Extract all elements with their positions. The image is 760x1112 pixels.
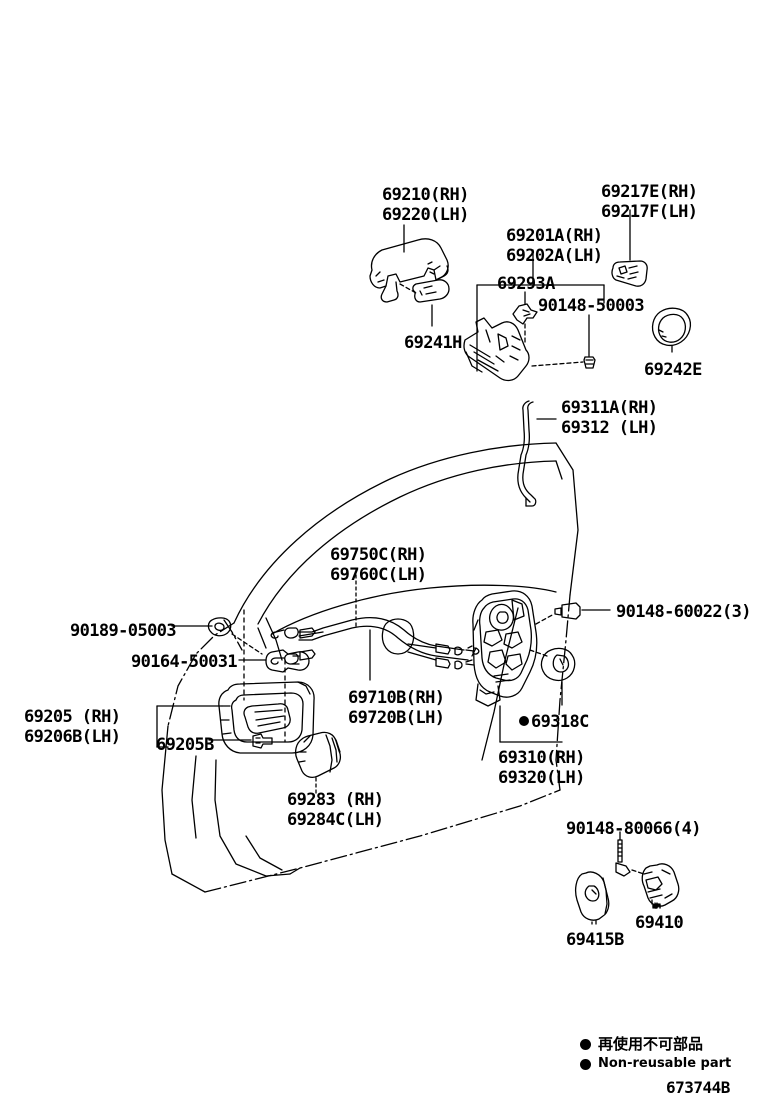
door-outline [161, 442, 579, 893]
label-69410: 69410 [635, 913, 684, 933]
label-69201a-69202a: 69201A(RH) 69202A(LH) [506, 226, 603, 266]
cover-plug-part [611, 260, 648, 287]
label-69205b: 69205B [156, 735, 214, 755]
screw-90148-50003-part [583, 356, 596, 369]
non-reusable-dot-icon-2 [580, 1058, 591, 1070]
label-69205-69206b: 69205 (RH) 69206B(LH) [24, 707, 121, 747]
lock-connecting-rod-part [517, 400, 537, 507]
screw-69205b-part [252, 733, 273, 749]
label-69293a: 69293A [497, 274, 555, 294]
legend-row-japanese: 再使用不可部品 [580, 1036, 731, 1052]
legend-english-text: Non-reusable part [598, 1056, 732, 1071]
handle-frame-part [463, 317, 530, 382]
label-69415b: 69415B [566, 930, 624, 950]
handle-cap-part [412, 279, 450, 303]
label-69217e-69217f: 69217E(RH) 69217F(LH) [601, 182, 698, 222]
label-90189-05003: 90189-05003 [70, 621, 177, 641]
pad-69242e-part [651, 307, 692, 347]
label-69710b-69720b: 69710B(RH) 69720B(LH) [348, 688, 445, 728]
clip-90164-50031-part [265, 649, 310, 673]
clip-90189-05003-part [207, 617, 232, 637]
label-69318c: 69318C [519, 712, 589, 732]
label-69210-69220: 69210(RH) 69220(LH) [382, 185, 469, 225]
cover-69283-part [295, 731, 341, 778]
non-reusable-dot-icon [580, 1038, 591, 1050]
label-90148-80066: 90148-80066(4) [566, 819, 701, 839]
label-69242e: 69242E [644, 360, 702, 380]
inside-door-handle-part [218, 681, 315, 754]
grommet-69318c-part [540, 647, 576, 682]
label-90148-60022: 90148-60022(3) [616, 602, 751, 622]
door-lock-assembly-part [465, 590, 538, 707]
legend: 再使用不可部品 Non-reusable part [580, 1036, 731, 1076]
outside-door-handle-part [369, 238, 449, 303]
screw-90148-60022-part [554, 602, 581, 620]
label-69310-69320: 69310(RH) 69320(LH) [498, 748, 585, 788]
document-number: 673744B [666, 1078, 730, 1097]
label-69311a-69312: 69311A(RH) 69312 (LH) [561, 398, 658, 438]
legend-japanese-text: 再使用不可部品 [598, 1035, 704, 1053]
non-reusable-bullet-icon [519, 716, 529, 726]
label-69241h: 69241H [404, 333, 462, 353]
label-90148-50003: 90148-50003 [538, 296, 645, 316]
label-90164-50031: 90164-50031 [131, 652, 238, 672]
screw-90148-80066-part [615, 839, 631, 877]
legend-row-english: Non-reusable part [580, 1057, 731, 1071]
label-69750c-69760c: 69750C(RH) 69760C(LH) [330, 545, 427, 585]
label-69283-69284c: 69283 (RH) 69284C(LH) [287, 790, 384, 830]
clip-69293a-part [512, 303, 538, 325]
cover-69415b-part [575, 871, 610, 921]
striker-69410-part [641, 863, 680, 907]
door-lock-cable-part [270, 617, 480, 670]
